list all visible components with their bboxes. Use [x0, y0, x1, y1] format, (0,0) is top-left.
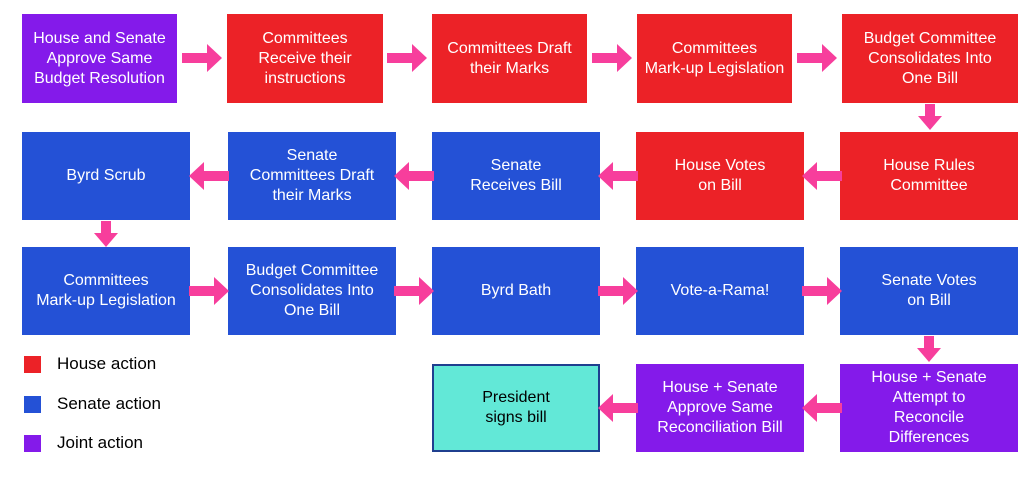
arrow-right-icon — [394, 277, 434, 305]
arrow-left-icon — [598, 162, 638, 190]
joint-action-swatch-icon — [24, 434, 41, 452]
node-byrd-bath: Byrd Bath — [432, 247, 600, 335]
node-house-votes-on-bill: House Votes on Bill — [636, 132, 804, 220]
node-senate-receives-bill: Senate Receives Bill — [432, 132, 600, 220]
legend-label-senate: Senate action — [57, 394, 161, 413]
arrow-right-icon — [189, 277, 229, 305]
legend-item-joint: Joint action — [24, 434, 143, 452]
node-attempt-reconcile-differences: House + Senate Attempt to Reconcile Diff… — [840, 364, 1018, 452]
node-senate-committees-draft-marks: Senate Committees Draft their Marks — [228, 132, 396, 220]
node-byrd-scrub: Byrd Scrub — [22, 132, 190, 220]
arrow-right-icon — [797, 44, 837, 72]
arrow-left-icon — [802, 162, 842, 190]
arrow-right-icon — [387, 44, 427, 72]
arrow-left-icon — [189, 162, 229, 190]
legend-label-joint: Joint action — [57, 433, 143, 452]
node-approve-reconciliation-bill: House + Senate Approve Same Reconciliati… — [636, 364, 804, 452]
house-action-swatch-icon — [24, 355, 41, 373]
node-committees-draft-marks-house: Committees Draft their Marks — [432, 14, 587, 103]
arrow-right-icon — [592, 44, 632, 72]
senate-action-swatch-icon — [24, 395, 41, 413]
arrow-right-icon — [802, 277, 842, 305]
node-committees-receive-instructions: Committees Receive their instructions — [227, 14, 383, 103]
node-committees-markup-house: Committees Mark-up Legislation — [637, 14, 792, 103]
node-budget-committee-consolidates-house: Budget Committee Consolidates Into One B… — [842, 14, 1018, 103]
arrow-left-icon — [802, 394, 842, 422]
arrow-right-icon — [598, 277, 638, 305]
arrow-down-icon — [917, 336, 941, 362]
node-vote-a-rama: Vote-a-Rama! — [636, 247, 804, 335]
node-approve-budget-resolution: House and Senate Approve Same Budget Res… — [22, 14, 177, 103]
arrow-down-icon — [918, 104, 942, 130]
node-house-rules-committee: House Rules Committee — [840, 132, 1018, 220]
node-senate-votes-on-bill: Senate Votes on Bill — [840, 247, 1018, 335]
arrow-left-icon — [598, 394, 638, 422]
legend-label-house: House action — [57, 354, 157, 373]
legend-item-senate: Senate action — [24, 395, 161, 413]
arrow-down-icon — [94, 221, 118, 247]
arrow-left-icon — [394, 162, 434, 190]
arrow-right-icon — [182, 44, 222, 72]
node-budget-committee-consolidates-senate: Budget Committee Consolidates Into One B… — [228, 247, 396, 335]
node-committees-markup-senate: Committees Mark-up Legislation — [22, 247, 190, 335]
node-president-signs-bill: President signs bill — [432, 364, 600, 452]
legend-item-house: House action — [24, 355, 156, 373]
